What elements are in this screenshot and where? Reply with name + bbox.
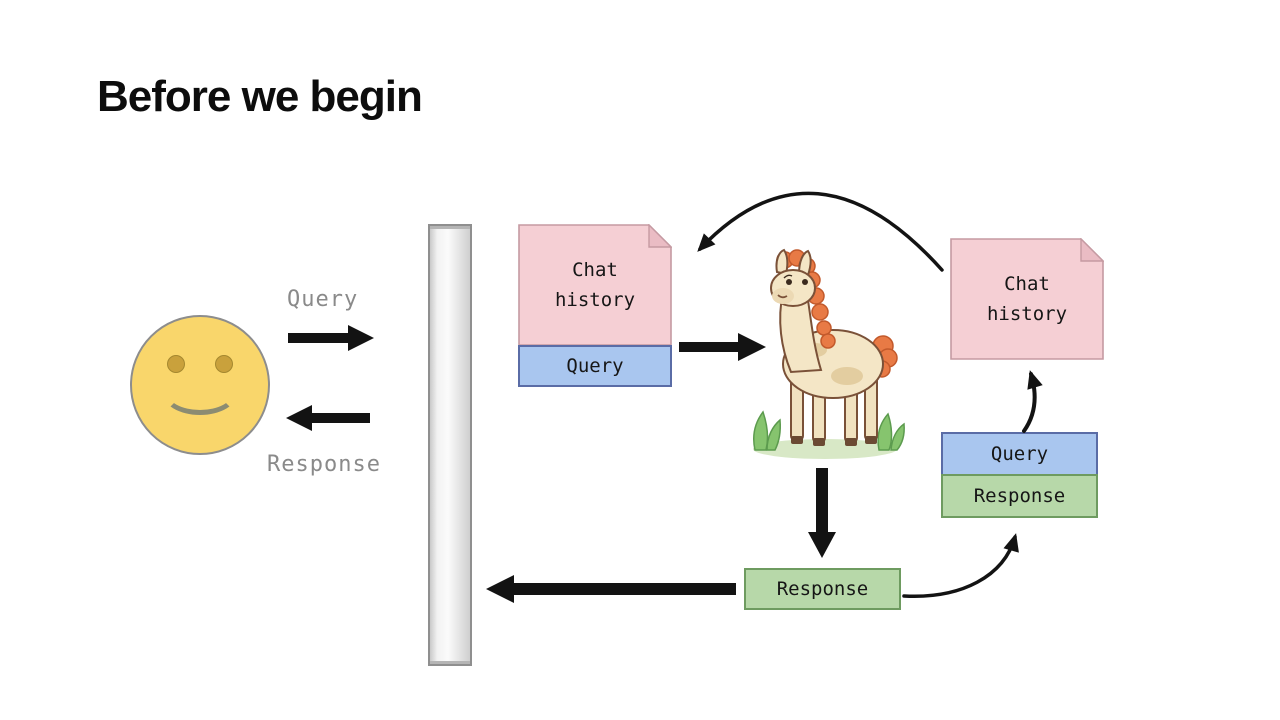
arrow-response-to-wall bbox=[486, 575, 736, 603]
user-smiley-icon bbox=[130, 315, 270, 455]
folded-corner bbox=[648, 224, 672, 248]
barrier-wall bbox=[428, 224, 472, 666]
llama-mouth bbox=[777, 294, 788, 299]
smiley-mouth bbox=[162, 369, 238, 415]
user-query-label: Query bbox=[287, 287, 359, 312]
llama-eyelash bbox=[783, 274, 793, 279]
folded-corner bbox=[1080, 238, 1104, 262]
query-box-left: Query bbox=[518, 345, 672, 387]
grass-right bbox=[877, 412, 905, 451]
arrow-user-response bbox=[286, 405, 370, 431]
smiley-left-eye bbox=[167, 355, 185, 373]
llama-patch bbox=[831, 367, 863, 385]
response-box-stack: Response bbox=[941, 474, 1098, 518]
chat-history-left-title: Chat history bbox=[554, 258, 636, 311]
arrow-user-query bbox=[288, 325, 374, 351]
chat-history-right-title: Chat history bbox=[986, 272, 1068, 325]
ground bbox=[753, 439, 897, 459]
chat-history-note-right bbox=[950, 238, 1104, 360]
arrow-llama-to-response bbox=[808, 468, 836, 558]
llama-eye bbox=[786, 279, 792, 285]
smiley-right-eye bbox=[215, 355, 233, 373]
slide-title: Before we begin bbox=[97, 72, 423, 121]
llama-illustration bbox=[752, 248, 905, 459]
arrow-stack-to-history bbox=[1022, 370, 1043, 433]
response-box-bottom: Response bbox=[744, 568, 901, 610]
llama-neck bbox=[779, 290, 823, 374]
user-response-label: Response bbox=[267, 452, 381, 477]
chat-history-note-left bbox=[518, 224, 672, 346]
llama-eye bbox=[802, 279, 808, 285]
query-box-stack: Query bbox=[941, 432, 1098, 476]
grass-left bbox=[752, 410, 781, 451]
llama-muzzle bbox=[772, 288, 794, 304]
arrow-response-to-stack bbox=[902, 533, 1019, 598]
llama-hooves bbox=[791, 436, 877, 446]
